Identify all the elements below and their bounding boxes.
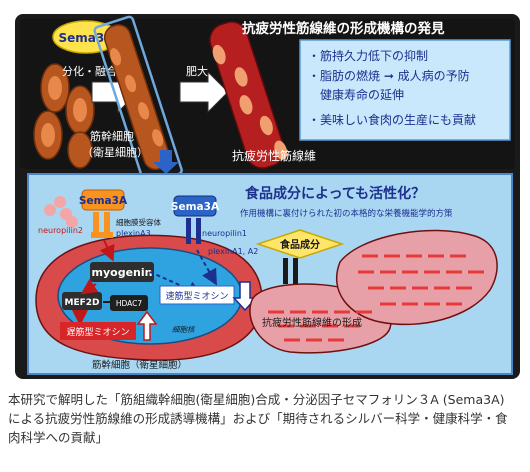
stem-cells — [33, 63, 95, 169]
benefits-box — [299, 39, 511, 141]
mature-fiber — [209, 21, 288, 169]
sema3a-blue: Sema3A — [171, 195, 220, 244]
bottom-panel: 食品成分によっても活性化？ 作用機構に裏付けられた初の本格的な栄養機能学的方策 … — [27, 173, 513, 375]
stem-cell-label-1: 筋幹細胞 — [90, 129, 134, 143]
sema3a-top-text: Sema3A — [58, 31, 114, 45]
bottom-subtitle: 作用機構に裏付けられた初の本格的な栄養機能学的方策 — [240, 208, 453, 219]
ligand-dot — [66, 216, 78, 228]
fast-myosin-box: 速筋型ミオシン — [159, 285, 235, 305]
hypertrophy-label: 肥大 — [186, 64, 208, 78]
red-arrow — [80, 278, 99, 295]
fiber-label: 抗疲労性筋線維 — [232, 148, 316, 163]
hdac7-text: HDAC7 — [116, 299, 143, 308]
benefit-1: ・筋持久力低下の抑制 — [308, 48, 428, 63]
stem-cell-label-2: （衛星細胞） — [82, 146, 148, 159]
differentiation-label: 分化・融合 — [62, 64, 117, 78]
ligand-dot — [44, 204, 56, 216]
plexinA3-label: plexinA3 — [116, 229, 151, 238]
stem-cell-bottom-label: 筋幹細胞（衛星細胞） — [92, 359, 187, 371]
sema3a-blue-text: Sema3A — [171, 201, 220, 213]
benefit-3: 健康寿命の延伸 — [308, 87, 404, 102]
hypertrophy-arrow — [179, 70, 229, 114]
food-component-text: 食品成分 — [279, 238, 320, 251]
fiber-formation-label: 抗疲労性筋線維の形成 — [262, 316, 362, 329]
bottom-title: 食品成分によっても活性化？ — [245, 185, 425, 202]
bottom-fibers — [249, 229, 498, 354]
myogenin-box: myogenin — [90, 262, 154, 282]
slow-myosin-box: 遅筋型ミオシン — [60, 322, 136, 340]
mef2d-text: MEF2D — [65, 298, 100, 308]
plexinA12-label: plexinA1, A2 — [208, 247, 258, 256]
neuropilin1-label: neuropilin1 — [202, 229, 247, 238]
sema3a-orange-text: Sema3A — [79, 195, 128, 207]
sema3a-orange: Sema3A — [79, 189, 128, 238]
fast-myosin-text: 速筋型ミオシン — [165, 290, 228, 302]
slow-myosin-up-arrow — [136, 310, 158, 341]
figure-caption: 本研究で解明した「筋組織幹細胞(衛星細胞)合成・分泌因子セマフォリン３A (Se… — [8, 392, 508, 445]
neuropilin2-label: neuropilin2 — [38, 226, 83, 235]
red-arrow — [99, 239, 115, 262]
food-component: 食品成分 — [255, 229, 345, 284]
young-fiber — [103, 24, 171, 171]
slow-myosin-text: 遅筋型ミオシン — [66, 326, 129, 338]
dashed-arrow — [196, 249, 217, 286]
top-title: 抗疲労性筋線維の形成機構の発見 — [242, 20, 445, 37]
benefit-4: ・美味しい食肉の生産にも貢献 — [308, 112, 476, 127]
myogenin-text: myogenin — [92, 266, 153, 279]
receptor-label: 細胞膜受容体 — [116, 217, 161, 227]
hdac7-box: HDAC7 — [110, 295, 148, 311]
top-panel: Sema3A 分化・融合 肥大 抗疲労性筋線維 — [20, 15, 515, 186]
nucleus-label: 細胞核 — [172, 325, 196, 334]
sema3a-top-label: Sema3A — [52, 20, 120, 54]
ligand-dot — [54, 196, 66, 208]
down-arrow — [153, 150, 179, 174]
benefit-2: ・脂肪の燃焼 ➞ 成人病の予防 — [308, 68, 470, 83]
mef2d-box: MEF2D — [62, 292, 102, 310]
